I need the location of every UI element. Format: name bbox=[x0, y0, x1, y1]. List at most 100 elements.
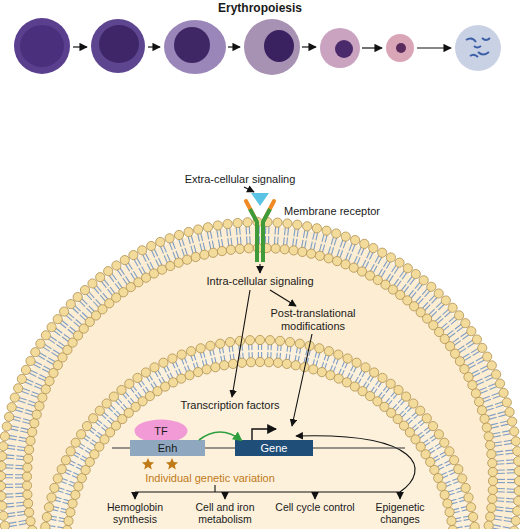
lipid-tail bbox=[450, 472, 456, 474]
lipid-tail bbox=[147, 377, 150, 382]
lipid-head bbox=[445, 447, 454, 456]
lipid-tail bbox=[96, 299, 101, 305]
lipid-tail bbox=[493, 525, 501, 527]
lipid-tail bbox=[493, 436, 501, 438]
lipid-tail bbox=[19, 437, 27, 438]
lipid-tail bbox=[18, 401, 26, 404]
lipid-tail bbox=[493, 396, 501, 399]
lipid-tail bbox=[504, 517, 512, 518]
lipid-head bbox=[184, 227, 193, 236]
lipid-tail bbox=[21, 428, 29, 430]
lipid-tail bbox=[497, 491, 505, 492]
lipid-tail bbox=[295, 355, 296, 361]
lipid-tail bbox=[143, 255, 147, 262]
lipid-tail bbox=[311, 242, 313, 250]
lipid-tail bbox=[38, 377, 45, 380]
lipid-tail bbox=[103, 293, 108, 299]
lipid-tail bbox=[239, 227, 241, 235]
lipid-tail bbox=[459, 500, 465, 502]
lipid-head bbox=[440, 490, 449, 499]
lipid-head bbox=[486, 441, 495, 450]
lipid-head bbox=[24, 499, 33, 508]
lipid-head bbox=[513, 506, 520, 515]
lipid-tail bbox=[50, 336, 57, 341]
lipid-head bbox=[71, 490, 80, 499]
lipid-tail bbox=[319, 244, 321, 252]
lipid-tail bbox=[34, 386, 41, 389]
lipid-tail bbox=[497, 488, 505, 489]
process-label: Extra-cellular signaling bbox=[170, 173, 310, 186]
lipid-head bbox=[174, 230, 183, 239]
lipid-tail bbox=[357, 257, 360, 264]
lipid-tail bbox=[435, 443, 440, 446]
lipid-tail bbox=[6, 503, 14, 505]
polychromatic-erythroblast bbox=[164, 20, 226, 74]
lipid-tail bbox=[471, 349, 478, 353]
lipid-tail bbox=[51, 352, 58, 356]
lipid-tail bbox=[451, 499, 457, 501]
lipid-tail bbox=[141, 380, 144, 385]
lipid-tail bbox=[213, 349, 214, 355]
lipid-tail bbox=[252, 352, 253, 358]
lipid-head bbox=[77, 430, 86, 439]
lipid-head bbox=[464, 493, 473, 502]
lipid-head bbox=[41, 331, 50, 340]
lipid-tail bbox=[394, 267, 398, 274]
lipid-head bbox=[351, 236, 360, 245]
lipid-tail bbox=[285, 354, 287, 360]
lipid-head bbox=[514, 496, 520, 505]
lipid-tail bbox=[224, 355, 225, 361]
lipid-tail bbox=[485, 375, 492, 378]
lipid-head bbox=[187, 347, 196, 356]
lipid-tail bbox=[463, 516, 469, 517]
lipid-head bbox=[471, 389, 480, 398]
lipid-tail bbox=[465, 525, 471, 527]
lipid-head bbox=[206, 341, 215, 350]
lipid-tail bbox=[220, 229, 221, 237]
lipid-tail bbox=[376, 380, 379, 385]
lipid-tail bbox=[6, 458, 14, 460]
process-label: Membrane receptor bbox=[284, 205, 394, 218]
lipid-tail bbox=[349, 243, 352, 251]
lipid-tail bbox=[110, 287, 115, 293]
lipid-head bbox=[298, 247, 307, 256]
lipid-tail bbox=[458, 346, 465, 350]
lipid-head bbox=[434, 289, 443, 298]
lipid-tail bbox=[378, 269, 382, 276]
lipid-head bbox=[416, 406, 425, 415]
lipid-head bbox=[0, 481, 6, 490]
lipid-tail bbox=[507, 469, 515, 470]
lipid-tail bbox=[236, 227, 238, 235]
lipid-tail bbox=[362, 372, 365, 377]
lipid-tail bbox=[25, 413, 33, 415]
lipid-tail bbox=[386, 262, 390, 269]
lipid-head bbox=[246, 358, 255, 367]
lipid-head bbox=[486, 512, 495, 521]
lipid-tail bbox=[15, 468, 23, 470]
lipid-tail bbox=[323, 245, 325, 253]
lipid-tail bbox=[430, 450, 435, 453]
lipid-tail bbox=[480, 390, 487, 393]
lipid-head bbox=[255, 357, 264, 366]
lipid-tail bbox=[226, 228, 228, 236]
lipid-tail bbox=[159, 379, 162, 384]
lipid-head bbox=[25, 508, 34, 517]
lipid-tail bbox=[393, 394, 397, 399]
lipid-tail bbox=[35, 361, 42, 365]
lipid-tail bbox=[18, 440, 26, 441]
lipid-head bbox=[378, 248, 387, 257]
lipid-tail bbox=[248, 344, 249, 350]
lipid-tail bbox=[449, 493, 455, 495]
lipid-head bbox=[38, 393, 47, 402]
lipid-head bbox=[0, 432, 9, 441]
lipid-head bbox=[273, 218, 282, 227]
lipid-tail bbox=[240, 237, 242, 245]
lipid-head bbox=[443, 499, 452, 508]
lipid-tail bbox=[270, 352, 271, 358]
lipid-head bbox=[411, 270, 420, 279]
enhancer-box: Enh bbox=[130, 440, 205, 456]
lipid-head bbox=[177, 374, 186, 383]
lipid-tail bbox=[58, 491, 64, 493]
lipid-tail bbox=[7, 448, 15, 449]
lipid-tail bbox=[495, 451, 503, 452]
